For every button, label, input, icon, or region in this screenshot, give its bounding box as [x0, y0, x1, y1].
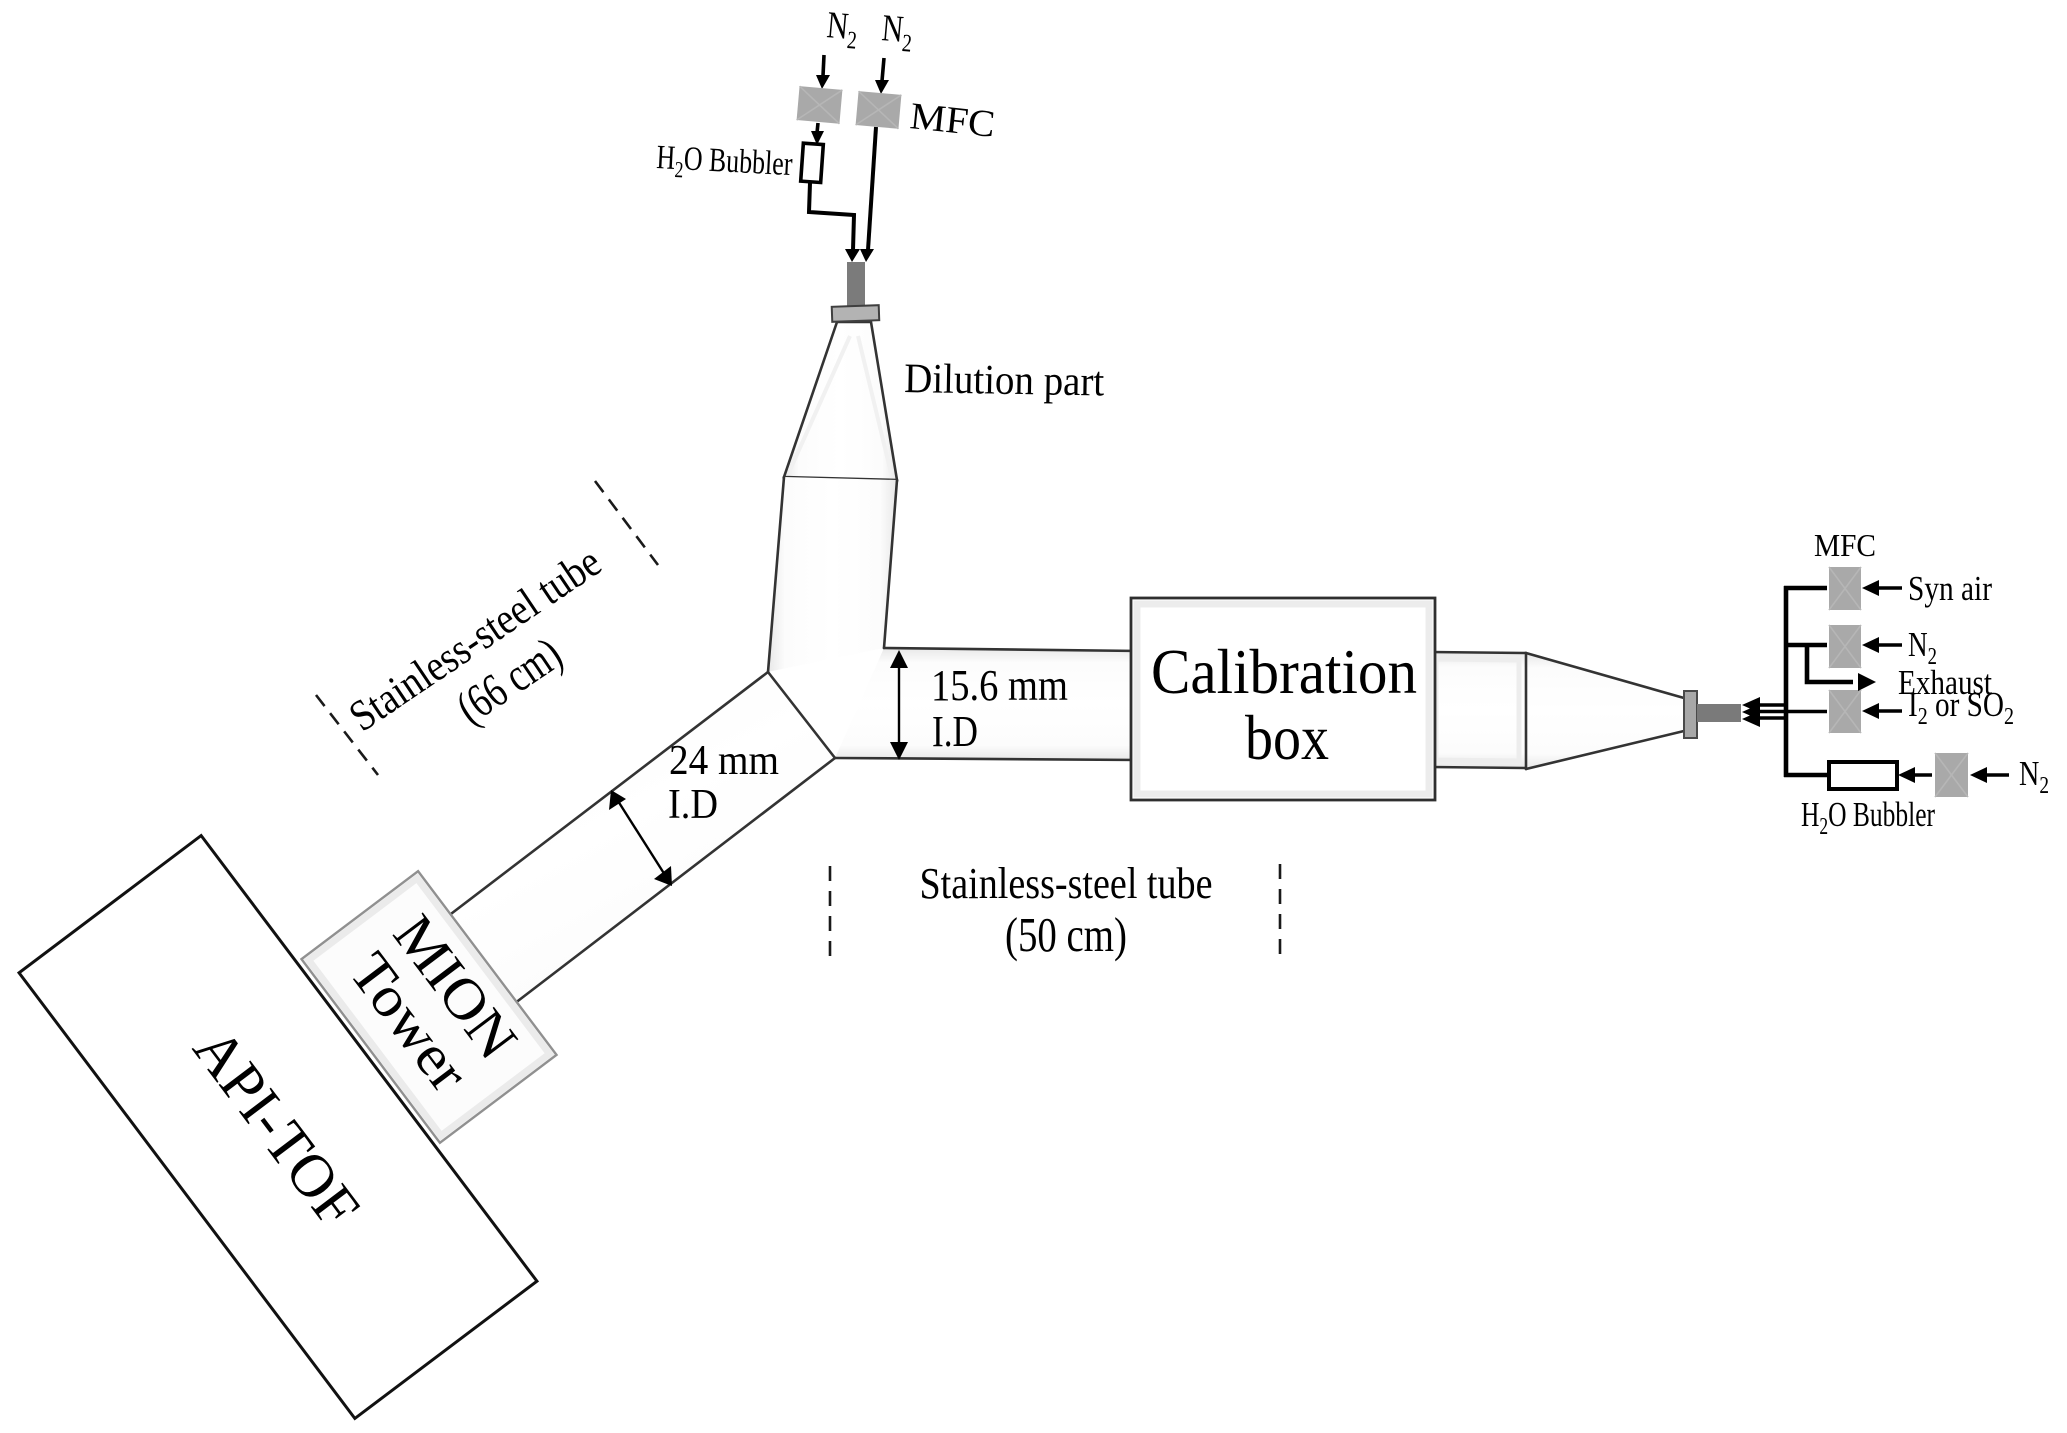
svg-text:Syn air: Syn air	[1908, 569, 1992, 608]
svg-text:24 mm: 24 mm	[669, 738, 779, 784]
svg-text:(50 cm): (50 cm)	[1005, 907, 1127, 962]
svg-text:Dilution part: Dilution part	[904, 356, 1105, 405]
svg-text:Calibration: Calibration	[1151, 636, 1417, 707]
svg-text:I.D: I.D	[668, 782, 718, 828]
svg-text:15.6 mm: 15.6 mm	[931, 661, 1068, 710]
svg-text:Stainless-steel tube: Stainless-steel tube	[920, 859, 1213, 908]
svg-text:H2O Bubbler: H2O Bubbler	[1801, 795, 1935, 840]
svg-text:N2: N2	[825, 4, 860, 55]
svg-text:MFC: MFC	[1814, 527, 1876, 563]
svg-text:Exhaust: Exhaust	[1898, 663, 1992, 702]
svg-text:MFC: MFC	[908, 95, 997, 146]
svg-text:I.D: I.D	[932, 707, 978, 756]
svg-text:box: box	[1245, 702, 1329, 773]
svg-text:N2: N2	[880, 7, 915, 58]
